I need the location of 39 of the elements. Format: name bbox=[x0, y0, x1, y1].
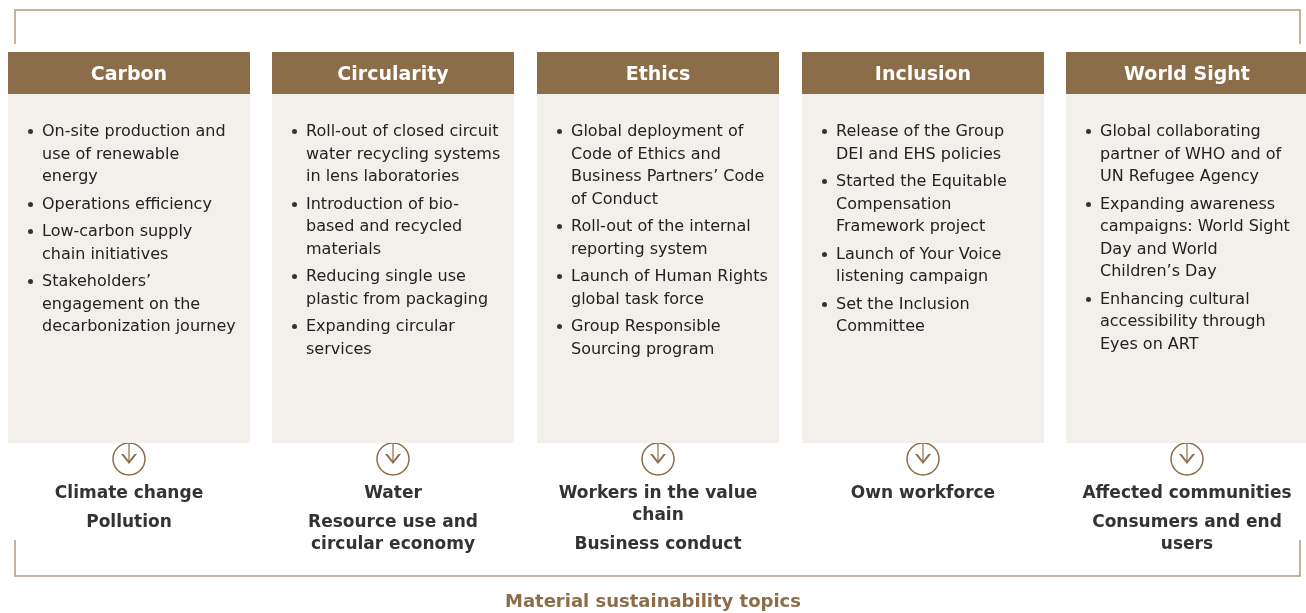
pillar-heading: Inclusion bbox=[802, 52, 1044, 94]
section-caption: Material sustainability topics bbox=[504, 590, 801, 611]
topic-text: Climate change bbox=[53, 481, 205, 503]
bullet-text: Roll-out of closed circuit water recycling systems in lens laboratories bbox=[306, 121, 501, 185]
bullet-text: Expanding circular services bbox=[306, 316, 455, 358]
bullet-text: Stakeholders’ engagement on the decarbonization journey bbox=[42, 271, 236, 335]
bullet-text: Expanding awareness campaigns: World Sight Day and World Children’s Day bbox=[1100, 193, 1290, 280]
bullet-text: Global deployment of Code of Ethics and Business Partners’ Code of Conduct bbox=[571, 121, 765, 208]
bullet-text: Low-carbon supply chain initiatives bbox=[42, 221, 193, 263]
topic-text: Affected communities bbox=[1081, 481, 1293, 503]
topic-text: Pollution bbox=[85, 510, 173, 532]
bullet-text: Global collaborating partner of WHO and of UN Refugee Agency bbox=[1100, 121, 1282, 185]
pillar-card bbox=[1066, 52, 1306, 443]
pillar-card bbox=[537, 52, 779, 443]
bullet-text: Introduction of bio-based and recycled materials bbox=[306, 193, 463, 258]
bullet-text: Operations efficiency bbox=[42, 193, 212, 213]
pillar-heading: Carbon bbox=[8, 52, 250, 94]
pillar-card bbox=[272, 52, 514, 443]
pillar-heading: Circularity bbox=[272, 52, 514, 94]
bullet-text: On-site production and use of renewable energy bbox=[42, 121, 226, 185]
pillar-heading: Ethics bbox=[537, 52, 779, 94]
topic-text: Consumers and end users bbox=[1091, 510, 1283, 554]
topic-text: Business conduct bbox=[573, 532, 743, 554]
bullet-text: Roll-out of the internal reporting system bbox=[571, 216, 751, 258]
bullet-text: Launch of Your Voice listening campaign bbox=[836, 243, 1002, 285]
topic-text: Own workforce bbox=[849, 481, 997, 503]
bullet-text: Launch of Human Rights global task force bbox=[571, 266, 768, 308]
pillar-heading: World Sight bbox=[1066, 52, 1306, 94]
pillar-card bbox=[8, 52, 250, 443]
bullet-text: Reducing single use plastic from packaging bbox=[306, 266, 489, 308]
bullet-text: Started the Equitable Compensation Framework project bbox=[836, 171, 1007, 235]
pillar-card bbox=[802, 52, 1044, 443]
topic-text: Workers in the value chain bbox=[557, 481, 759, 525]
bullet-text: Group Responsible Sourcing program bbox=[571, 316, 721, 358]
bullet-text: Enhancing cultural accessibility through Eyes on ART bbox=[1100, 288, 1266, 353]
bullet-text: Release of the Group DEI and EHS policies bbox=[836, 121, 1005, 163]
topic-text: Resource use and circular economy bbox=[307, 510, 479, 554]
bullet-text: Set the Inclusion Committee bbox=[836, 293, 970, 335]
topic-text: Water bbox=[363, 481, 423, 503]
